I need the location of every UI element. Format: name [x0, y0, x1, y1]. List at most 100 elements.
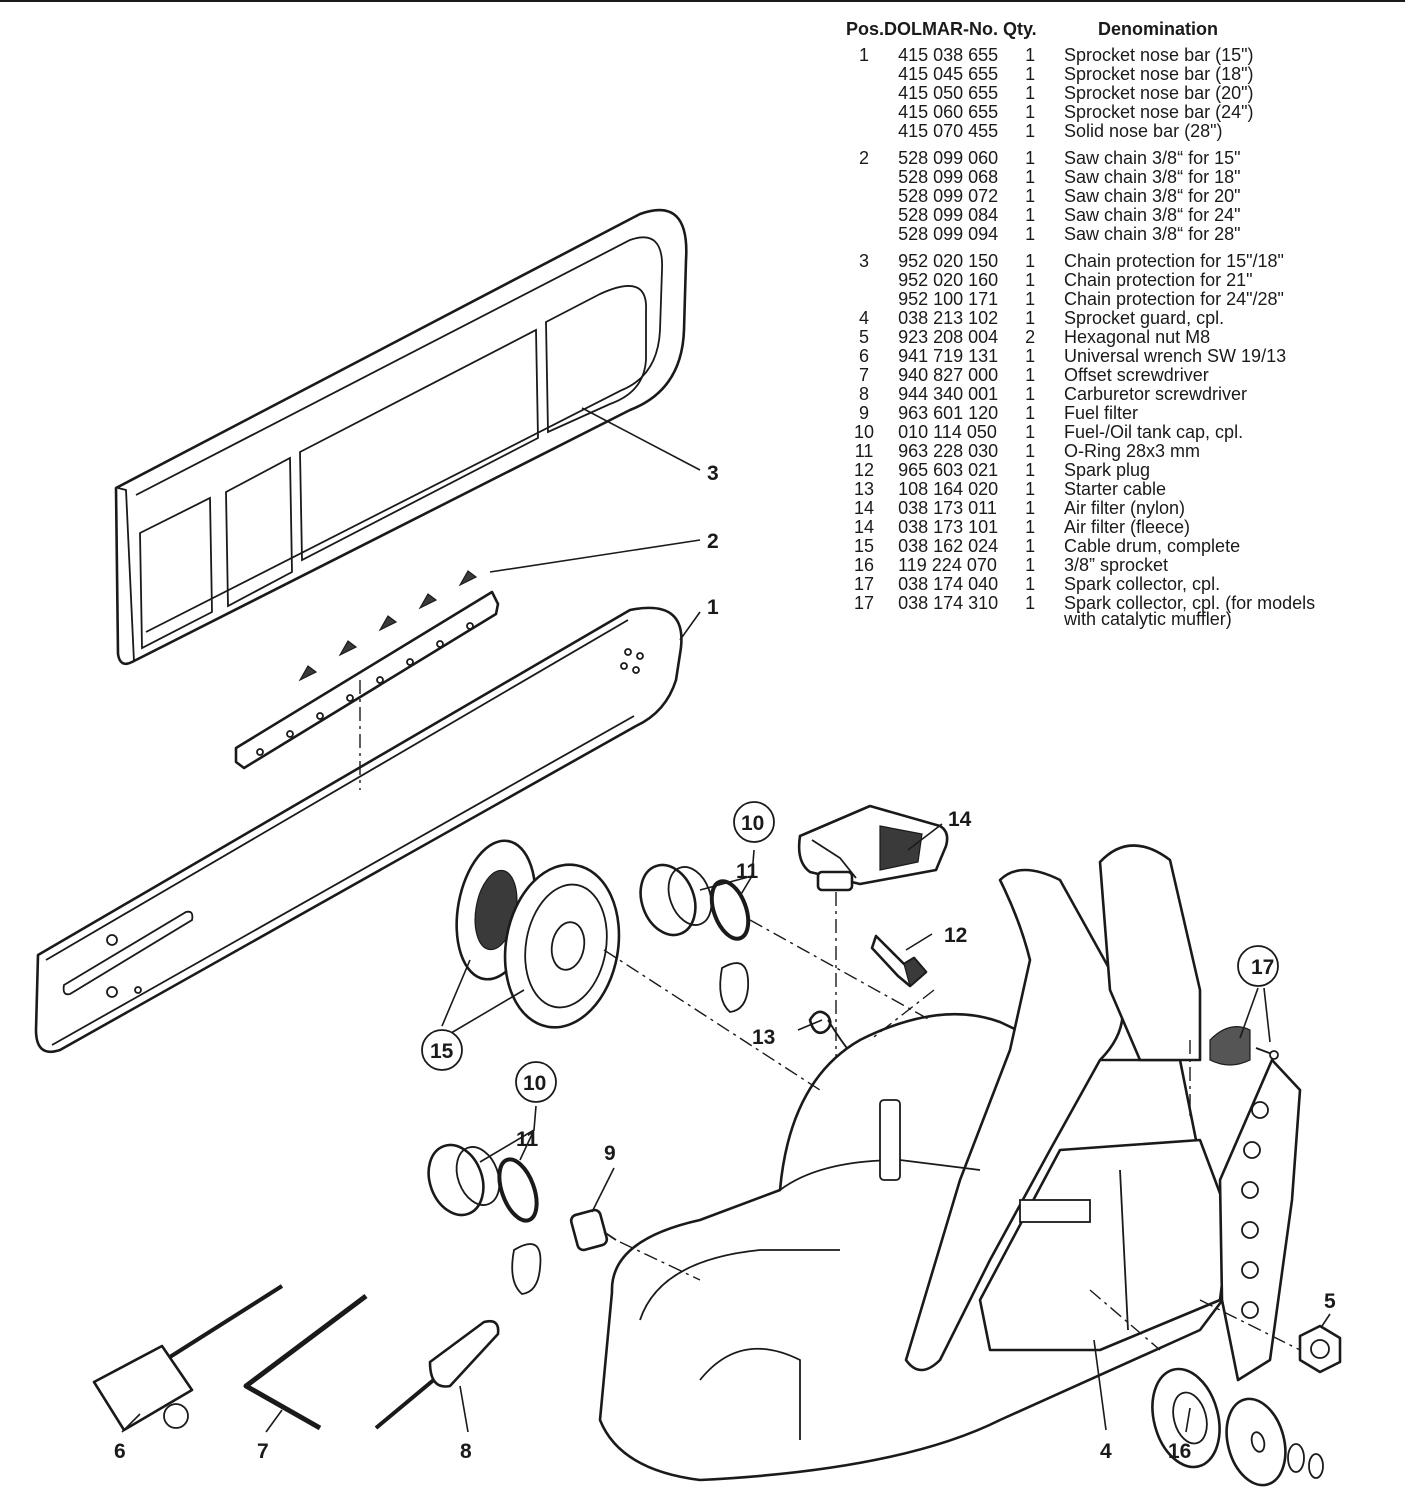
row-pos: 11 — [854, 441, 874, 461]
row-dolmar-no: 108 164 020 — [898, 479, 999, 499]
row-qty: 1 — [1025, 574, 1036, 594]
row-pos: 1 — [859, 45, 870, 65]
universal-wrench — [92, 1284, 284, 1432]
table-row: 17 038 174 310 1 Spark collector, cpl. (for… — [846, 594, 1405, 613]
row-denomination: Spark collector, cpl. (for models — [1064, 593, 1316, 613]
row-denomination: Saw chain 3/8“ for 18" — [1064, 167, 1241, 187]
callout-5: 5 — [1324, 1290, 1336, 1313]
row-denomination: Solid nose bar (28") — [1064, 121, 1223, 141]
row-dolmar-no: 415 050 655 — [898, 83, 999, 103]
air-filter — [797, 804, 949, 1120]
row-denomination: Universal wrench SW 19/13 — [1064, 346, 1287, 366]
row-qty: 1 — [1025, 365, 1036, 385]
row-denomination: Air filter (nylon) — [1064, 498, 1186, 518]
row-denomination: 3/8” sprocket — [1064, 555, 1169, 575]
header-pos-dolmar-qty: Pos.DOLMAR-No. Qty. — [846, 19, 1037, 39]
callout-7: 7 — [257, 1440, 269, 1463]
row-qty: 1 — [1025, 384, 1036, 404]
row-pos: 7 — [859, 365, 870, 385]
row-dolmar-no: 038 173 101 — [898, 517, 999, 537]
offset-screwdriver — [243, 1294, 368, 1431]
row-dolmar-no: 528 099 084 — [898, 205, 999, 225]
row-qty: 2 — [1025, 327, 1036, 347]
row-dolmar-no: 952 020 160 — [898, 270, 999, 290]
row-pos: 14 — [854, 517, 875, 537]
tank-cap-lower — [427, 1143, 542, 1295]
row-qty: 1 — [1025, 308, 1036, 328]
row-qty: 1 — [1025, 460, 1036, 480]
row-denomination: Chain protection for 15"/18" — [1064, 251, 1284, 271]
row-dolmar-no: 528 099 068 — [898, 167, 999, 187]
saw-chain — [234, 570, 500, 770]
callout-11a: 11 — [736, 860, 759, 883]
row-qty: 1 — [1025, 205, 1036, 225]
row-dolmar-no: 415 070 455 — [898, 121, 999, 141]
callout-1: 1 — [707, 596, 719, 619]
row-qty: 1 — [1025, 270, 1036, 290]
row-pos: 5 — [859, 327, 870, 347]
chain-protection-cover — [114, 208, 688, 666]
callout-15: 15 — [430, 1040, 454, 1063]
row-qty: 1 — [1025, 148, 1036, 168]
row-pos: 17 — [854, 593, 875, 613]
row-pos: 3 — [859, 251, 870, 271]
row-qty: 1 — [1025, 102, 1036, 122]
row-pos — [846, 225, 882, 244]
header-denomination: Denomination — [1098, 19, 1218, 39]
row-pos — [846, 290, 882, 309]
callout-circle-17 — [1237, 945, 1279, 987]
tank-cap-upper — [639, 863, 751, 1013]
row-denomination: Saw chain 3/8“ for 20" — [1064, 186, 1241, 206]
row-pos — [846, 168, 882, 187]
row-dolmar-no: 415 060 655 — [898, 102, 999, 122]
row-dolmar-no: 940 827 000 — [898, 365, 999, 385]
row-dolmar-no: 038 173 011 — [898, 498, 997, 518]
row-dolmar-no: 038 174 310 — [898, 593, 999, 613]
row-qty: 1 — [1025, 346, 1036, 366]
cable-drum — [455, 839, 621, 1029]
row-pos: 14 — [854, 498, 875, 518]
row-denomination: Saw chain 3/8“ for 28" — [1064, 224, 1241, 244]
row-pos: 13 — [854, 479, 875, 499]
fuel-filter — [569, 1208, 617, 1252]
row-qty: 1 — [1025, 403, 1036, 423]
row-denomination: Saw chain 3/8“ for 15" — [1064, 148, 1241, 168]
row-denomination: Offset screwdriver — [1064, 365, 1209, 385]
row-qty: 1 — [1025, 517, 1036, 537]
row-dolmar-no: 415 038 655 — [898, 45, 999, 65]
row-pos: 12 — [854, 460, 875, 480]
row-pos — [846, 65, 882, 84]
callout-12: 12 — [944, 924, 967, 947]
spark-plug — [870, 934, 928, 988]
row-dolmar-no: 528 099 072 — [898, 186, 999, 206]
row-denomination: Sprocket nose bar (15") — [1064, 45, 1254, 65]
row-pos: 6 — [859, 346, 870, 366]
row-dolmar-no: 528 099 094 — [898, 224, 999, 244]
sprocket — [1151, 1367, 1324, 1487]
guide-bar — [34, 606, 683, 1054]
carburetor-screwdriver — [374, 1319, 500, 1430]
row-qty: 1 — [1025, 289, 1036, 309]
row-denomination: Fuel filter — [1064, 403, 1139, 423]
callout-4: 4 — [1100, 1440, 1112, 1463]
row-qty: 1 — [1025, 593, 1036, 613]
callout-3: 3 — [707, 462, 719, 485]
